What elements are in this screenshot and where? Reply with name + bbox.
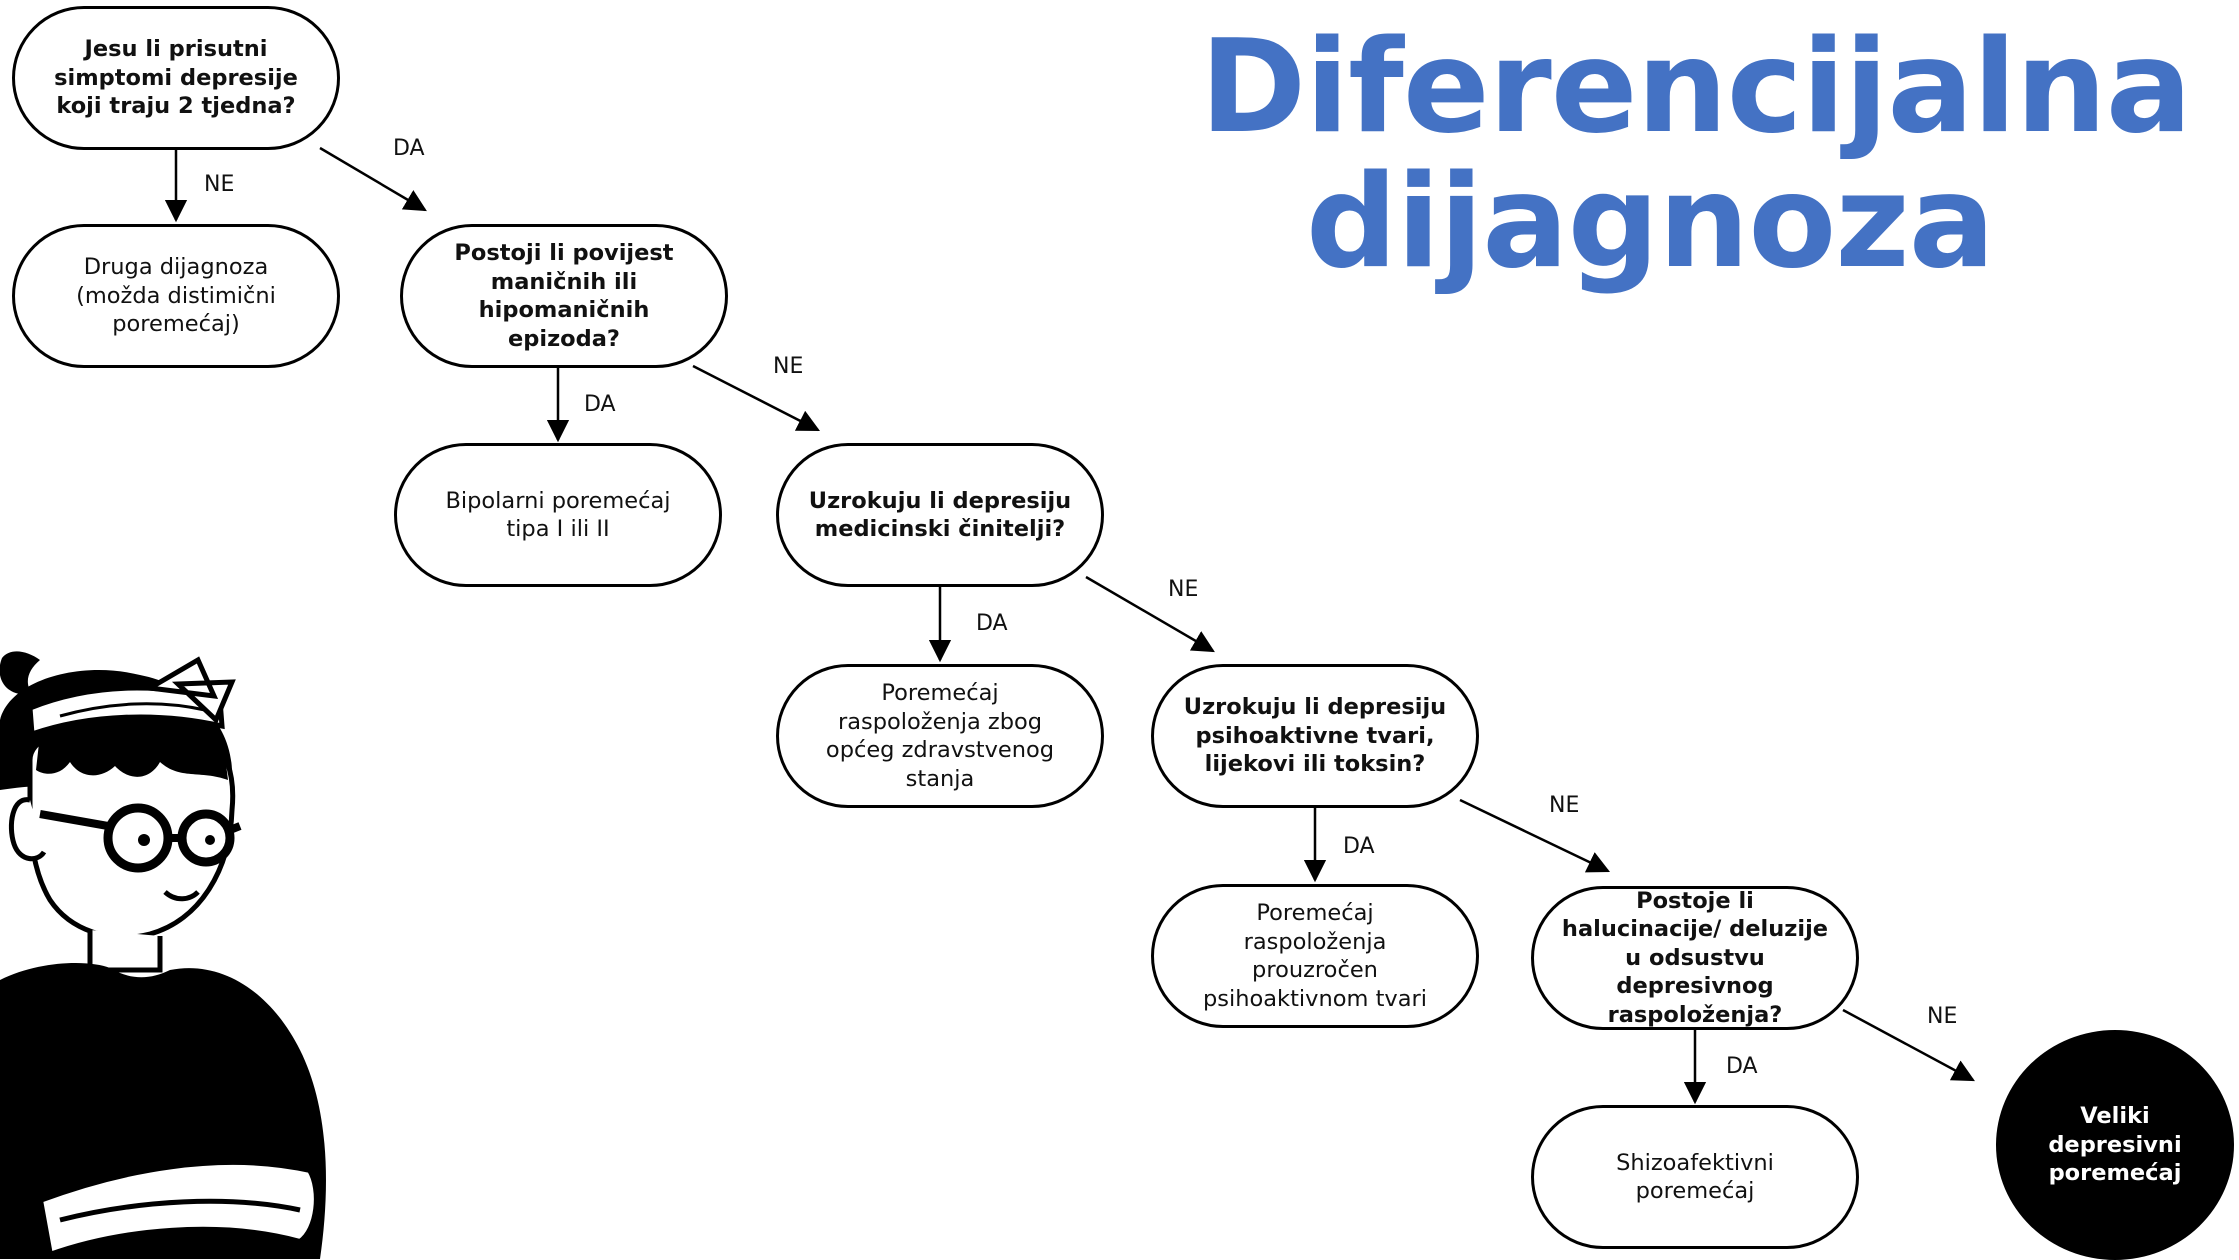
question-node-depression-symptoms: Jesu li prisutni simptomi depresije koji… [12, 6, 340, 150]
edge-label-ne: NE [773, 354, 804, 379]
node-text-line: Postoje li [1636, 887, 1754, 914]
node-text-line: depresivni [2048, 1131, 2182, 1158]
arrow-q1-q2 [319, 146, 427, 212]
edge-label-ne: NE [1168, 577, 1199, 602]
node-text-line: Uzrokuju li depresiju [808, 487, 1072, 514]
node-text-line: hipomaničnih [478, 297, 650, 323]
edge-label-da: DA [584, 392, 616, 417]
title-line-2: dijagnoza [1305, 148, 1995, 297]
node-text-line: epizoda? [508, 325, 620, 352]
question-node-manic-history: Postoji li povijest maničnih ili hipoman… [400, 224, 728, 368]
arrow-q4-q5 [1459, 798, 1611, 873]
eye-left [138, 834, 150, 846]
result-node-schizoaffective: Shizoafektivni poremećaj [1531, 1105, 1859, 1249]
arm [36, 1158, 320, 1259]
node-text-line: halucinacije/ deluzije [1561, 916, 1829, 943]
eye-right [205, 835, 215, 845]
node-text-line: u odsustvu [1625, 944, 1765, 971]
hair-bun [0, 651, 40, 695]
node-text-line: maničnih ili [490, 268, 638, 295]
result-node-other-diagnosis: Druga dijagnoza (možda distimični poreme… [12, 224, 340, 368]
arrow-q2-q3 [692, 364, 821, 432]
node-text-line: lijekovi ili toksin? [1204, 751, 1426, 778]
edge-label-da: DA [1726, 1054, 1758, 1079]
page-title: Diferencijalna dijagnoza [1200, 13, 2192, 297]
node-text-line: poremećaj [1635, 1178, 1755, 1204]
question-node-substances: Uzrokuju li depresiju psihoaktivne tvari… [1151, 664, 1479, 808]
arrow-q5-final [1842, 1008, 1975, 1082]
node-text-line: raspoloženja zbog [837, 708, 1043, 735]
node-text-line: Postoji li povijest [454, 240, 674, 266]
edge-label-da: DA [1343, 834, 1375, 859]
edge-label-ne: NE [204, 172, 235, 197]
node-text-line: prouzročen [1252, 957, 1378, 983]
neck [87, 930, 163, 973]
edge-label-da: DA [393, 136, 425, 161]
node-text-line: poremećaj) [112, 311, 240, 338]
node-text-line: poremećaj [2048, 1160, 2182, 1187]
question-node-medical-factors: Uzrokuju li depresiju medicinski činitel… [776, 443, 1104, 587]
node-text-line: Shizoafektivni [1616, 1149, 1774, 1176]
node-text-line: Poremećaj [1256, 900, 1374, 926]
node-text-line: (možda distimični [76, 282, 276, 309]
edge-label-ne: NE [1549, 793, 1580, 818]
node-text-line: Uzrokuju li depresiju [1183, 694, 1447, 721]
node-text-line: psihoaktivne tvari, [1195, 722, 1435, 749]
arrow-q3-q4 [1085, 575, 1215, 653]
ear [8, 797, 47, 862]
result-node-medical-condition: Poremećaj raspoloženja zbog općeg zdravs… [776, 664, 1104, 808]
question-node-hallucinations: Postoje li halucinacije/ deluzije u odsu… [1531, 886, 1859, 1030]
bandana-bow [142, 656, 236, 725]
node-text-line: Poremećaj [881, 680, 999, 706]
smile [163, 890, 200, 902]
node-text-line: depresivnog [1616, 973, 1774, 1000]
node-text-line: Bipolarni poremećaj [445, 487, 671, 514]
node-text-line: medicinski činitelji? [814, 516, 1066, 542]
person-illustration [0, 651, 326, 1259]
edge-label-ne: NE [1927, 1004, 1958, 1029]
node-text-line: simptomi depresije [54, 64, 298, 91]
glasses-frame [39, 810, 242, 842]
node-text-line: općeg zdravstvenog [825, 737, 1055, 763]
arm-fold [59, 1198, 301, 1223]
node-text-line: raspoloženja [1243, 928, 1387, 955]
node-text-line: Druga dijagnoza [83, 254, 269, 281]
result-node-substance-induced: Poremećaj raspoloženja prouzročen psihoa… [1151, 884, 1479, 1028]
node-text-line: stanja [905, 765, 975, 792]
node-text-line: Jesu li prisutni [84, 36, 268, 63]
edge-label-da: DA [976, 611, 1008, 636]
node-text-line: psihoaktivnom tvari [1202, 985, 1427, 1012]
hair-fringe [36, 723, 228, 780]
node-text-line: raspoloženja? [1607, 1001, 1783, 1028]
node-text-line: tipa I ili II [506, 516, 610, 542]
node-text-line: Veliki [2080, 1103, 2150, 1130]
bandana-stripe [59, 702, 206, 718]
result-node-bipolar: Bipolarni poremećaj tipa I ili II [394, 443, 722, 587]
final-node-major-depressive-disorder: Veliki depresivni poremećaj [1996, 1030, 2234, 1260]
title-line-1: Diferencijalna [1200, 13, 2192, 162]
node-text-line: koji traju 2 tjedna? [56, 93, 296, 120]
